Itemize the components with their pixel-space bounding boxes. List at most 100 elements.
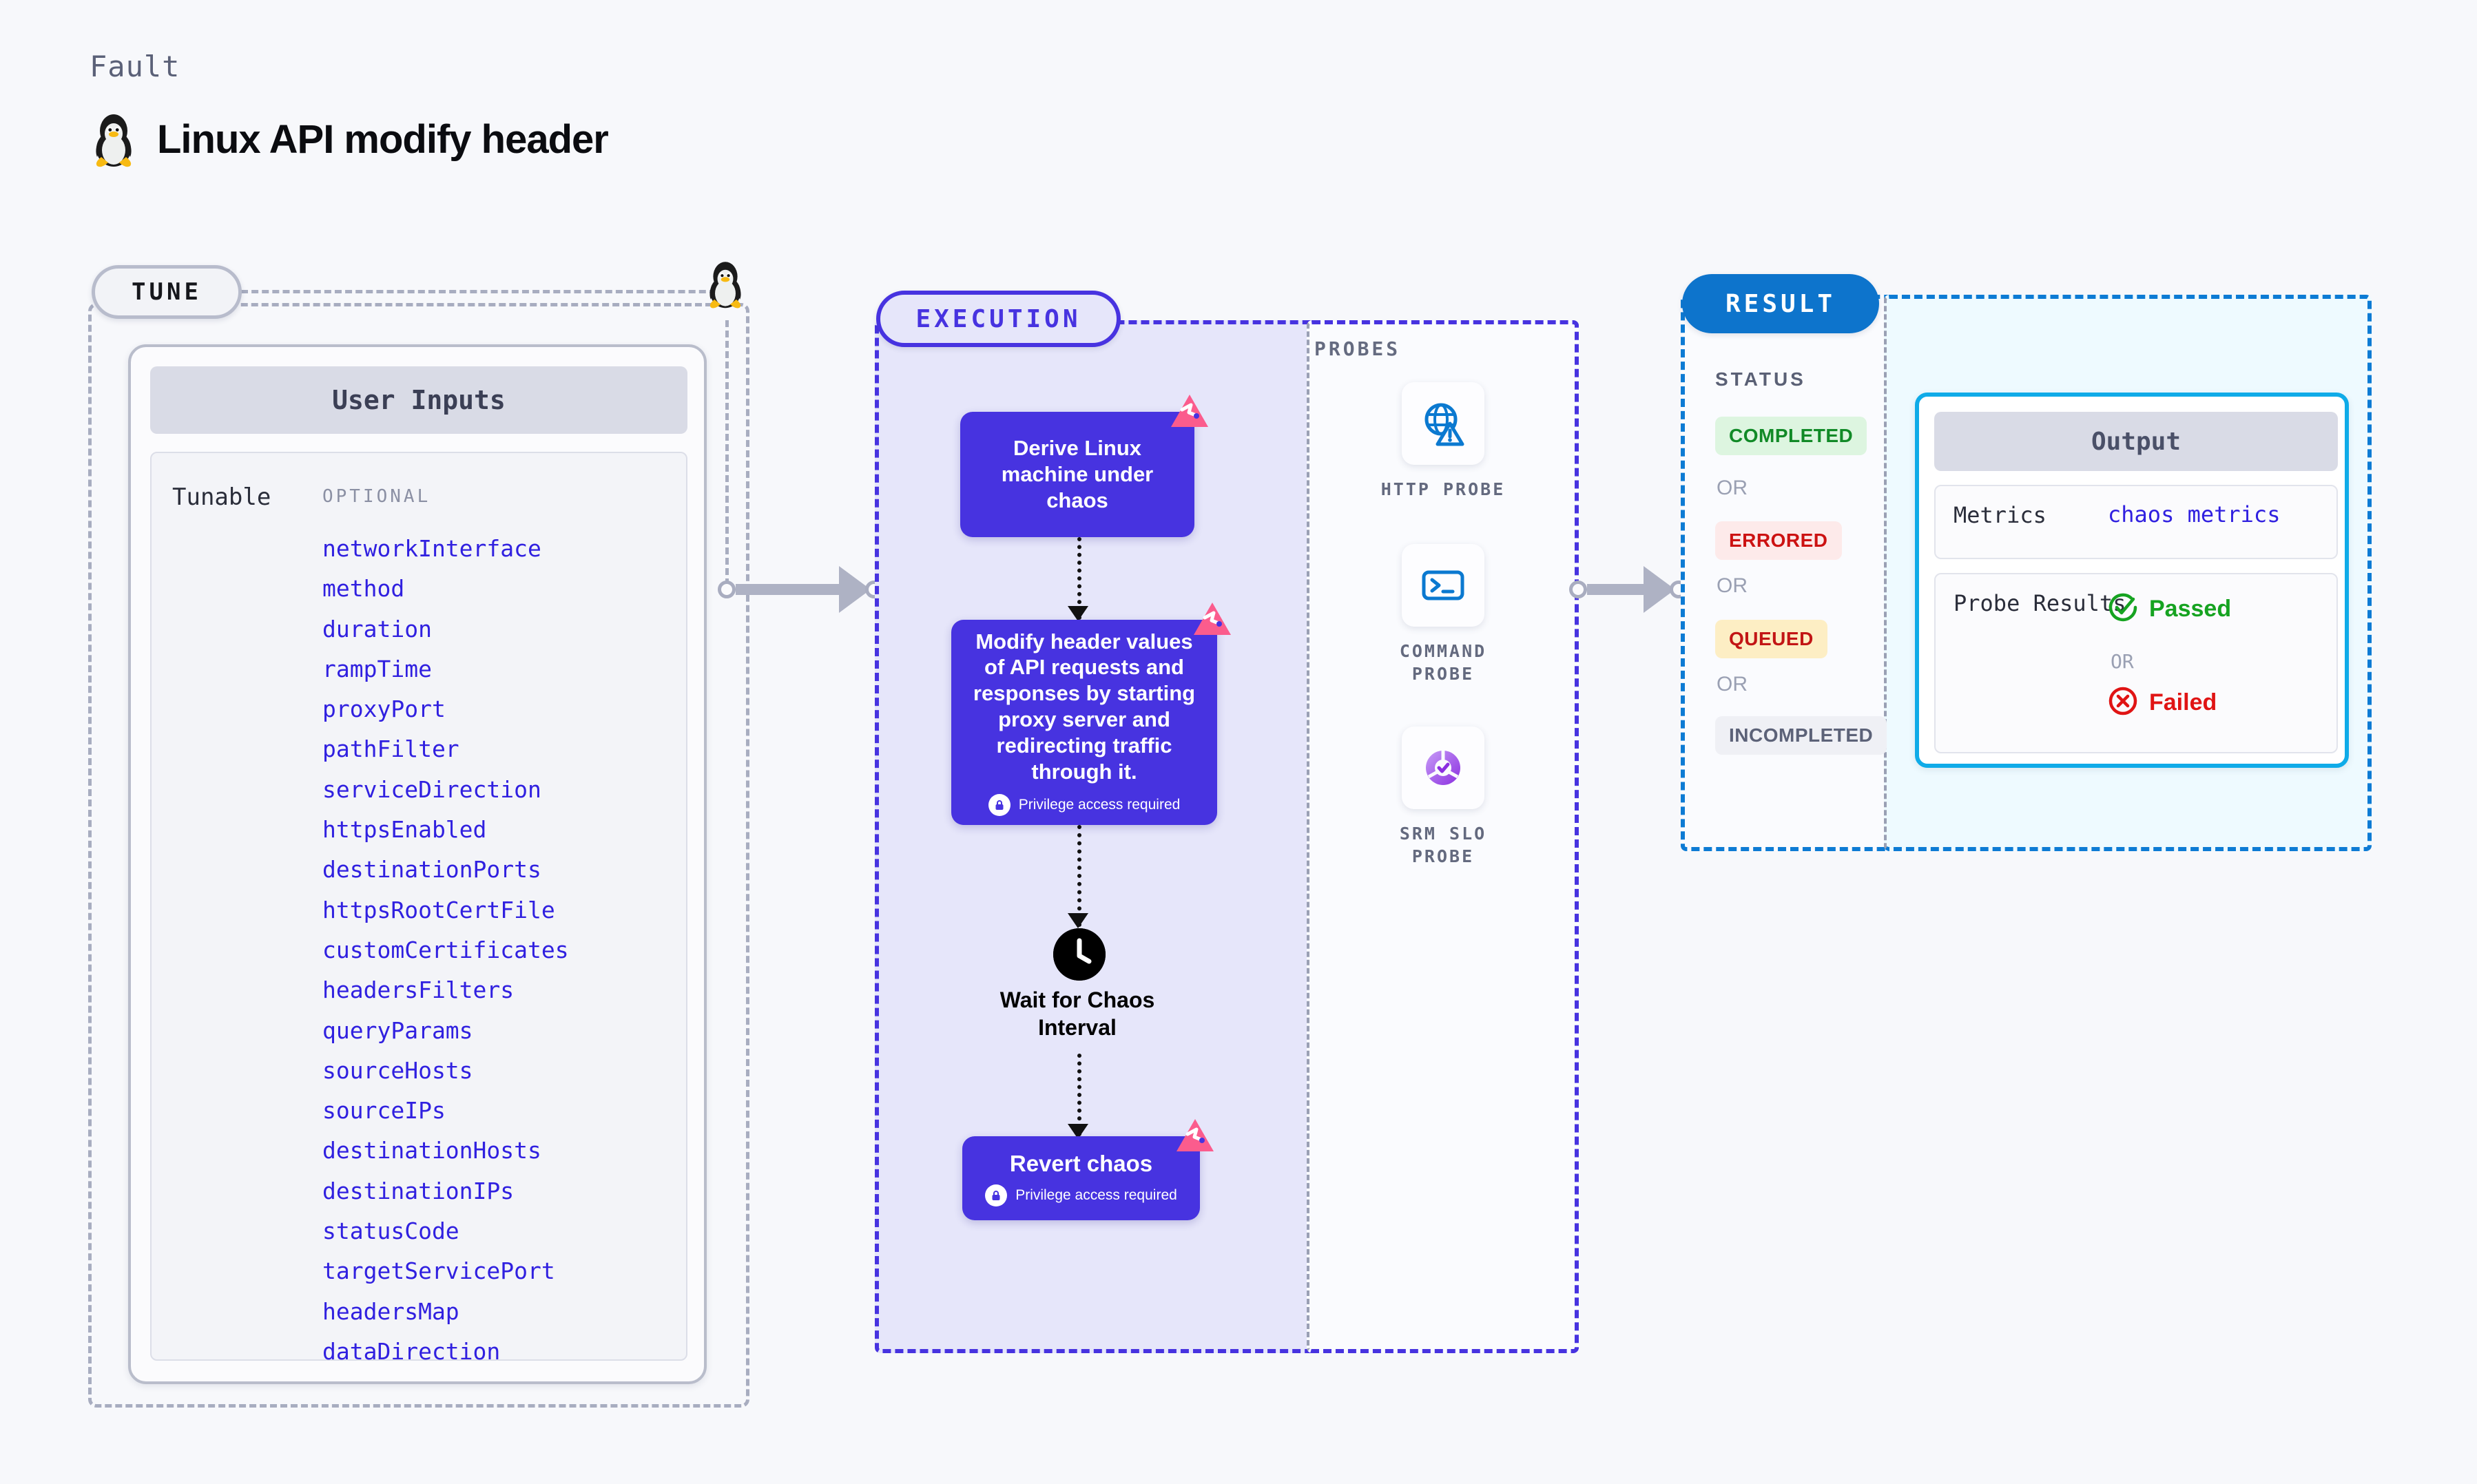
status-section-label: STATUS [1715,368,1806,390]
node-label: Derive Linux machine under chaos [1001,436,1154,512]
x-circle-icon [2108,686,2138,720]
tunable-param[interactable]: method [322,575,405,603]
probe-result-or: OR [2111,650,2134,673]
user-inputs-card: User Inputs Tunable OPTIONAL networkInte… [128,344,707,1384]
flow-arrowhead-1 [1068,606,1088,621]
probe-label: COMMAND PROBE [1399,641,1487,684]
status-badge-completed: COMPLETED [1715,417,1867,455]
privilege-text: Privilege access required [1018,797,1181,813]
arrow-line [736,584,839,595]
probe-command[interactable]: COMMAND PROBE [1374,544,1512,685]
litmus-chaos-icon [1192,601,1232,643]
litmus-chaos-icon [1170,393,1210,435]
user-inputs-title: User Inputs [150,366,687,434]
check-circle-icon [2108,592,2138,626]
optional-label: OPTIONAL [322,486,431,507]
execution-stage-pill[interactable]: EXECUTION [876,291,1121,347]
flow-arrowhead-3 [1068,1124,1088,1139]
tunable-param[interactable]: duration [322,615,432,642]
probe-result-failed: Failed [2108,686,2217,720]
result-stage-pill[interactable]: RESULT [1682,274,1879,333]
probe-label: HTTP PROBE [1380,479,1506,499]
metrics-key-label: Metrics [1953,502,2046,528]
tunable-param[interactable]: destinationHosts [322,1137,541,1164]
globe-warning-icon [1402,382,1484,465]
page-title: Linux API modify header [157,116,609,162]
tune-stage-boundary [88,303,749,1408]
status-or-1: OR [1717,477,1748,499]
probe-http[interactable]: HTTP PROBE [1374,382,1512,501]
status-or-2: OR [1717,574,1748,597]
probe-srm-slo[interactable]: SRM SLO PROBE [1374,727,1512,868]
privilege-text: Privilege access required [1015,1187,1177,1204]
tunable-param[interactable]: httpsRootCertFile [322,896,555,923]
probe-label: SRM SLO PROBE [1399,824,1487,866]
tunable-param[interactable]: sourceHosts [322,1056,473,1084]
tunable-param[interactable]: dataDirection [322,1337,501,1365]
wait-node-label: Wait for Chaos Interval [999,987,1155,1040]
output-card-title: Output [1934,412,2338,471]
tunable-param[interactable]: destinationIPs [322,1177,515,1204]
privilege-notice: Privilege access required [985,1184,1177,1207]
node-label: Modify header values of API requests and… [973,629,1196,784]
flow-connector-1 [1077,537,1081,620]
probe-results-key-label: Probe Results [1953,589,2126,617]
probes-stage-boundary [1307,320,1579,1353]
privilege-notice: Privilege access required [988,794,1181,817]
tune-connector-vline [725,320,729,585]
passed-label: Passed [2149,596,2232,622]
linux-penguin-icon [704,258,747,313]
tunable-param[interactable]: headersMap [322,1297,459,1325]
tunable-label: Tunable [172,483,271,511]
status-badge-incompleted: INCOMPLETED [1715,716,1887,755]
tune-connector-line [241,290,727,293]
flow-connector-3 [1077,1054,1081,1136]
tunable-param[interactable]: serviceDirection [322,775,541,803]
status-badge-errored: ERRORED [1715,521,1842,560]
probe-results-key-text: Probe Results [1953,590,2126,616]
tunable-param[interactable]: headersFilters [322,976,515,1004]
probe-result-passed: Passed [2108,592,2231,626]
tunable-param[interactable]: queryParams [322,1016,473,1044]
slo-donut-check-icon [1402,727,1484,809]
arrow-execution-to-result [1569,566,1688,613]
flow-arrowhead-2 [1068,913,1088,928]
page-title-row: Linux API modify header [90,110,609,168]
arrow-line [1587,584,1644,595]
lock-icon [988,794,1011,817]
execution-node-revert-chaos[interactable]: Revert chaos Privilege access required [962,1119,1214,1220]
arrow-start-dot [718,581,736,598]
litmus-chaos-icon [1175,1118,1215,1160]
execution-node-derive-machine[interactable]: Derive Linux machine under chaos [960,395,1208,537]
arrow-tune-to-execution [718,566,883,613]
tunable-param[interactable]: destinationPorts [322,856,541,884]
output-row-probe-results: Probe Results Passed OR [1934,573,2338,753]
tunable-param[interactable]: targetServicePort [322,1257,555,1285]
lock-icon [985,1184,1008,1207]
arrow-start-dot [1569,581,1587,598]
node-label: Revert chaos [1009,1150,1153,1176]
terminal-icon [1402,544,1484,627]
tunable-param[interactable]: rampTime [322,655,432,682]
page-eyebrow: Fault [90,50,180,83]
tunable-param[interactable]: networkInterface [322,535,541,562]
tunable-param[interactable]: sourceIPs [322,1097,446,1125]
clock-icon [1053,928,1106,981]
execution-node-modify-header[interactable]: Modify header values of API requests and… [951,603,1231,825]
status-badge-queued: QUEUED [1715,620,1827,658]
output-row-metrics: Metrics chaos metrics [1934,485,2338,559]
tunable-param[interactable]: proxyPort [322,696,446,723]
status-or-3: OR [1717,673,1748,696]
user-inputs-body: Tunable OPTIONAL networkInterface method d… [150,452,687,1365]
failed-label: Failed [2149,689,2217,715]
linux-penguin-icon [90,110,138,168]
tunable-param[interactable]: customCertificates [322,936,569,963]
tunable-parameter-list: networkInterface method duration rampTime pr… [322,529,569,1372]
tune-stage-pill[interactable]: TUNE [92,265,242,319]
metrics-value-link[interactable]: chaos metrics [2108,501,2281,527]
tunable-param[interactable]: pathFilter [322,735,459,763]
probes-section-label: PROBES [1314,337,1401,360]
tunable-param[interactable]: httpsEnabled [322,816,487,844]
flow-connector-2 [1077,825,1081,927]
tunable-param[interactable]: statusCode [322,1217,459,1245]
